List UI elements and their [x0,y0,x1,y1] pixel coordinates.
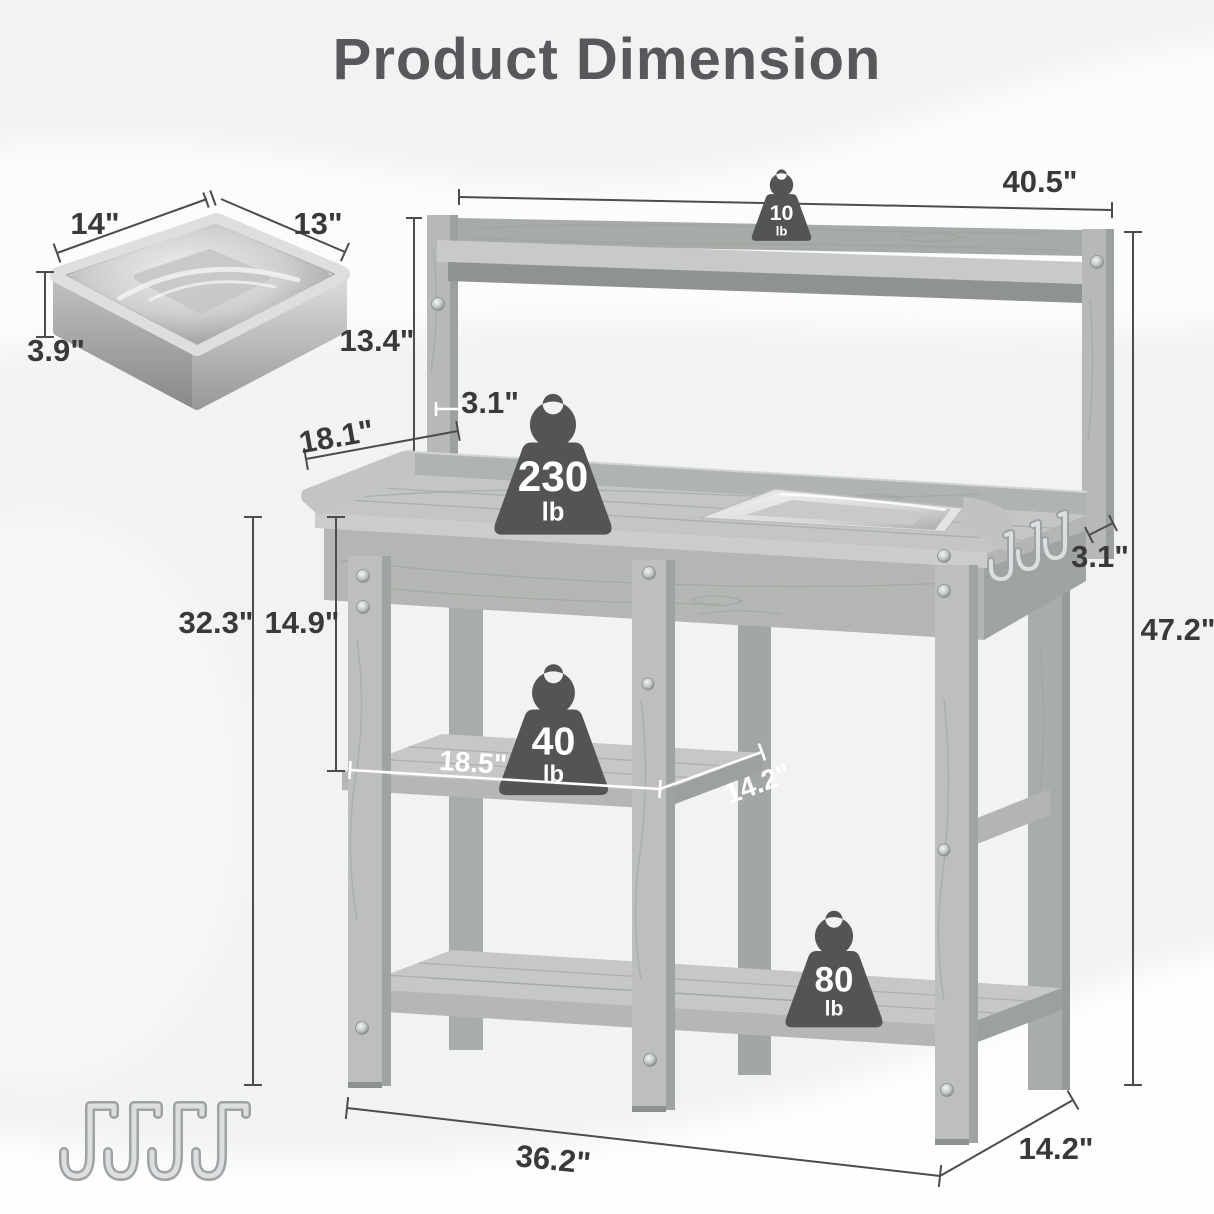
weight-badge-worktop: 230 lb [494,393,612,535]
weight-badge-bottom-shelf: 80 lb [785,910,883,1028]
badge-bottom-shelf-value: 80 [815,960,854,999]
hook-icon [147,1101,207,1181]
page-title: Product Dimension [332,27,882,92]
accessory-hooks [59,1101,251,1181]
hook-icon [59,1101,119,1181]
worktop-side-depth-label: 18.1" [296,413,376,461]
bench-illustration: 40.5" 13.4" 10 lb [178,164,1214,1188]
weight-badge-middle-shelf: 40 lb [499,664,608,796]
front-legs [348,556,978,1145]
dim-post-depth: 3.1" [434,385,519,420]
worktop-height-label: 32.3" [178,605,253,640]
middle-shelf-width-label: 18.5" [438,745,508,780]
dim-worktop-height: 32.3" [178,516,262,1086]
overall-height-label: 47.2" [1140,612,1214,647]
dim-side-hook-depth: 3.1" [1071,514,1129,574]
under-clearance-label: 14.9" [264,605,339,640]
dim-overall-height: 47.2" [1124,231,1214,1086]
dim-base-depth: 14.2" [939,1089,1094,1177]
dim-hutch-height: 13.4" [339,217,422,483]
dim-under-clearance: 14.9" [264,516,345,772]
hutch-height-label: 13.4" [339,323,414,358]
badge-top-shelf-unit: lb [776,224,788,239]
top-shelf-width-label: 40.5" [1002,164,1077,199]
badge-worktop-unit: lb [542,499,565,527]
hook-icon [191,1101,251,1181]
base-depth-label: 14.2" [1018,1131,1093,1166]
sink-basin [699,488,965,533]
badge-worktop-value: 230 [518,453,588,500]
badge-middle-shelf-value: 40 [532,720,576,764]
hook-icon [103,1101,163,1181]
screws [355,255,1104,1097]
pan-height-label: 3.9" [27,333,85,368]
pan-inset-dimensions: 14" 13" 3.9" [27,190,350,368]
post-depth-label: 3.1" [461,385,519,420]
base-width-label: 36.2" [514,1138,592,1181]
dim-base-width: 36.2" [344,1096,943,1188]
badge-bottom-shelf-unit: lb [825,998,844,1021]
pan-inset-illustration [50,213,350,410]
side-hook-depth-label: 3.1" [1071,539,1129,574]
weight-badge-top-shelf: 10 lb [751,169,812,241]
badge-top-shelf-value: 10 [770,201,794,225]
side-hooks [987,509,1069,583]
pan-width-label: 14" [70,206,119,241]
dim-top-shelf-width: 40.5" [458,164,1113,218]
pan-depth-label: 13" [293,206,342,241]
hutch-shelf [437,218,1082,303]
side-stretcher [962,789,1050,850]
